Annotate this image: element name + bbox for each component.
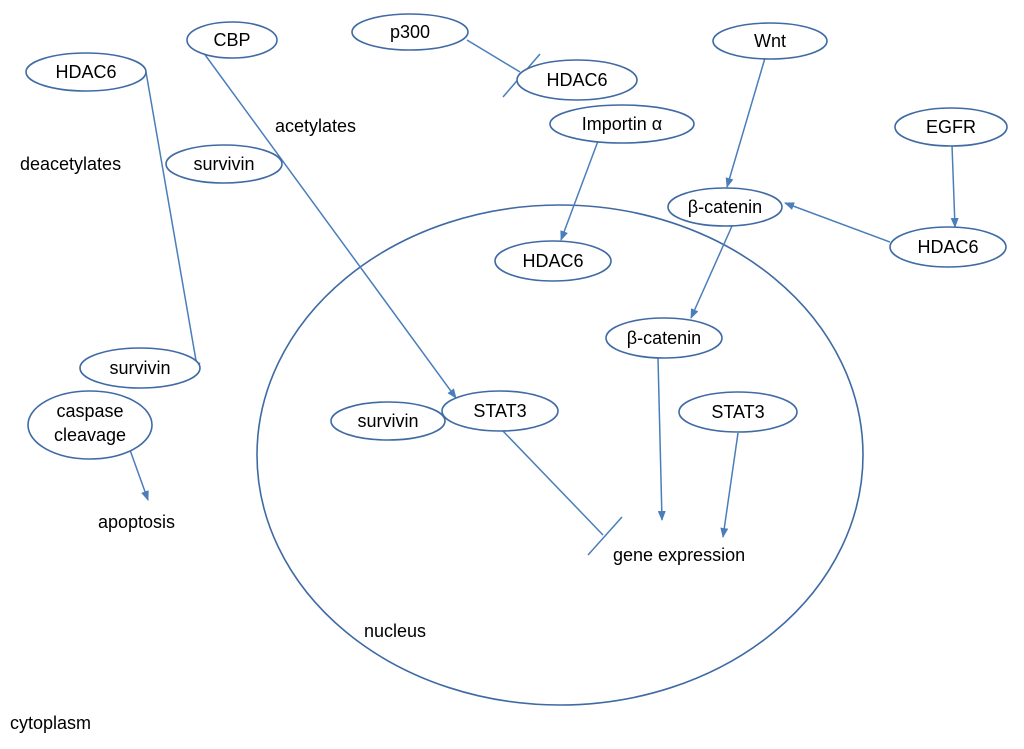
node-importin-alpha: Importin α — [549, 104, 695, 144]
node-label: β-catenin — [688, 197, 762, 217]
edge-bcatenin-to-gene-expression — [657, 357, 666, 521]
node-label: HDAC6 — [546, 70, 607, 90]
node-hdac6-nucleus: HDAC6 — [494, 240, 612, 282]
edge-cbp-to-stat3 — [202, 51, 457, 399]
edge-hdac6-to-survivin — [145, 71, 201, 373]
node-egfr: EGFR — [894, 107, 1008, 147]
node-label: EGFR — [926, 117, 976, 137]
node-beta-catenin-cytoplasm: β-catenin — [667, 187, 783, 227]
node-label: Wnt — [754, 31, 786, 51]
edge-stat3-inhibition-bar — [587, 516, 623, 556]
label-deacetylates: deacetylates — [20, 154, 121, 174]
label-gene-expression: gene expression — [613, 545, 745, 565]
node-label-line-2: cleavage — [54, 425, 126, 445]
node-label: p300 — [390, 22, 430, 42]
edge-bcatenin-translocation — [690, 225, 733, 319]
node-label: survivin — [357, 411, 418, 431]
label-acetylates: acetylates — [275, 116, 356, 136]
node-label: STAT3 — [711, 402, 764, 422]
edge-wnt-to-bcatenin — [725, 57, 766, 188]
node-label: HDAC6 — [55, 62, 116, 82]
label-cytoplasm: cytoplasm — [10, 713, 91, 733]
edges — [129, 39, 959, 556]
node-stat3-right: STAT3 — [678, 391, 798, 433]
node-survivin-top: survivin — [165, 144, 283, 184]
node-label: HDAC6 — [522, 251, 583, 271]
node-label: CBP — [213, 30, 250, 50]
node-p300: p300 — [351, 13, 469, 51]
node-hdac6-right: HDAC6 — [889, 226, 1007, 268]
edge-stat3-to-gene-expression — [720, 432, 739, 538]
edge-stat3-inhibits-gene-expression — [501, 429, 604, 536]
edge-caspase-to-apoptosis — [129, 449, 149, 501]
edge-p300-inhibits-hdac6 — [466, 39, 521, 73]
node-survivin-nucleus: survivin — [330, 401, 446, 441]
node-cbp: CBP — [186, 21, 278, 59]
label-apoptosis: apoptosis — [98, 512, 175, 532]
node-label: Importin α — [582, 114, 662, 134]
label-nucleus: nucleus — [364, 621, 426, 641]
node-label: survivin — [109, 358, 170, 378]
node-beta-catenin-nucleus: β-catenin — [605, 317, 723, 359]
node-hdac6-left: HDAC6 — [25, 52, 147, 92]
node-survivin-left: survivin — [79, 347, 201, 389]
edge-egfr-to-hdac6 — [950, 144, 959, 228]
nucleus-boundary — [256, 204, 864, 706]
node-stat3-left: STAT3 — [441, 390, 559, 432]
node-hdac6-top: HDAC6 — [516, 59, 638, 101]
node-caspase-cleavage: caspase cleavage — [27, 390, 153, 460]
edge-hdac6-to-bcatenin — [784, 202, 891, 243]
node-label: STAT3 — [473, 401, 526, 421]
node-label-line-1: caspase — [56, 401, 123, 421]
node-label: HDAC6 — [917, 237, 978, 257]
edge-importin-to-hdac6 — [560, 140, 599, 241]
node-wnt: Wnt — [712, 22, 828, 60]
node-label: β-catenin — [627, 328, 701, 348]
node-label: survivin — [193, 154, 254, 174]
